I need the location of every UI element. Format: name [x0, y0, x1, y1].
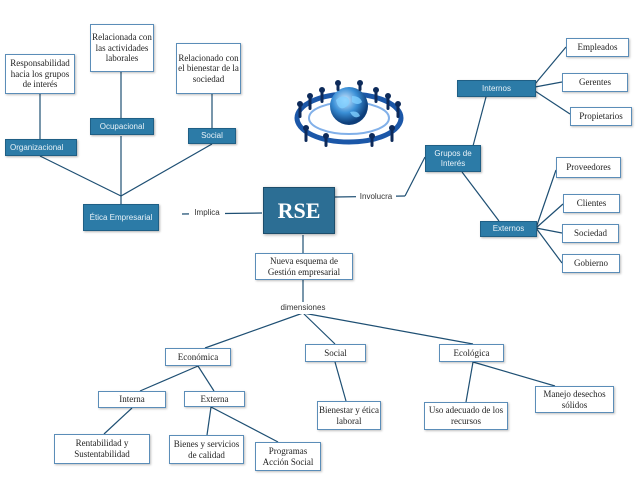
interna-node[interactable]: Interna: [98, 391, 166, 408]
nueva-esquema-node[interactable]: Nueva esquema de Gestión empresarial: [255, 253, 353, 280]
gerentes-node[interactable]: Gerentes: [562, 73, 628, 92]
link-label-dimensiones: dimensiones: [277, 302, 329, 314]
relacionado-node[interactable]: Relacionado con el bienestar de la socie…: [176, 43, 241, 94]
externa-node[interactable]: Externa: [184, 391, 245, 407]
manejo-node[interactable]: Manejo desechos sólidos: [535, 386, 614, 413]
programas-node[interactable]: Programas Acción Social: [255, 442, 321, 471]
internos-node[interactable]: Internos: [457, 80, 536, 97]
ecologica-node[interactable]: Ecológica: [439, 344, 504, 362]
rentabilidad-node[interactable]: Rentabilidad y Sustentabilidad: [54, 434, 150, 464]
responsabilidad-node[interactable]: Responsabilidad hacia los grupos de inte…: [5, 54, 75, 94]
link-label-implica: Implica: [189, 207, 225, 219]
social-etica-node[interactable]: Social: [188, 128, 236, 144]
empleados-node[interactable]: Empleados: [566, 38, 629, 57]
bienes-node[interactable]: Bienes y servicios de calidad: [169, 435, 244, 464]
sociedad-node[interactable]: Sociedad: [562, 224, 619, 243]
central-rse-node[interactable]: RSE: [263, 187, 335, 234]
organizacional-node[interactable]: Organizacional: [5, 139, 77, 156]
globe-people-logo-icon: [294, 80, 404, 147]
grupos-de-interes-node[interactable]: Grupos de Interés: [425, 145, 481, 172]
externos-node[interactable]: Externos: [480, 221, 537, 237]
clientes-node[interactable]: Clientes: [563, 194, 620, 213]
uso-adecuado-node[interactable]: Uso adecuado de los recursos: [424, 402, 508, 430]
link-label-involucra: Involucra: [356, 191, 396, 203]
proveedores-node[interactable]: Proveedores: [556, 157, 621, 178]
bienestar-node[interactable]: Bienestar y ética laboral: [317, 401, 381, 430]
social-dimension-node[interactable]: Social: [305, 344, 366, 362]
propietarios-node[interactable]: Propietarios: [570, 107, 632, 126]
ocupacional-node[interactable]: Ocupacional: [90, 118, 154, 135]
gobierno-node[interactable]: Gobierno: [562, 254, 620, 273]
etica-empresarial-node[interactable]: Ética Empresarial: [83, 204, 159, 231]
relacionada-node[interactable]: Relacionada con las actividades laborale…: [90, 24, 154, 72]
economica-node[interactable]: Económica: [165, 348, 231, 366]
